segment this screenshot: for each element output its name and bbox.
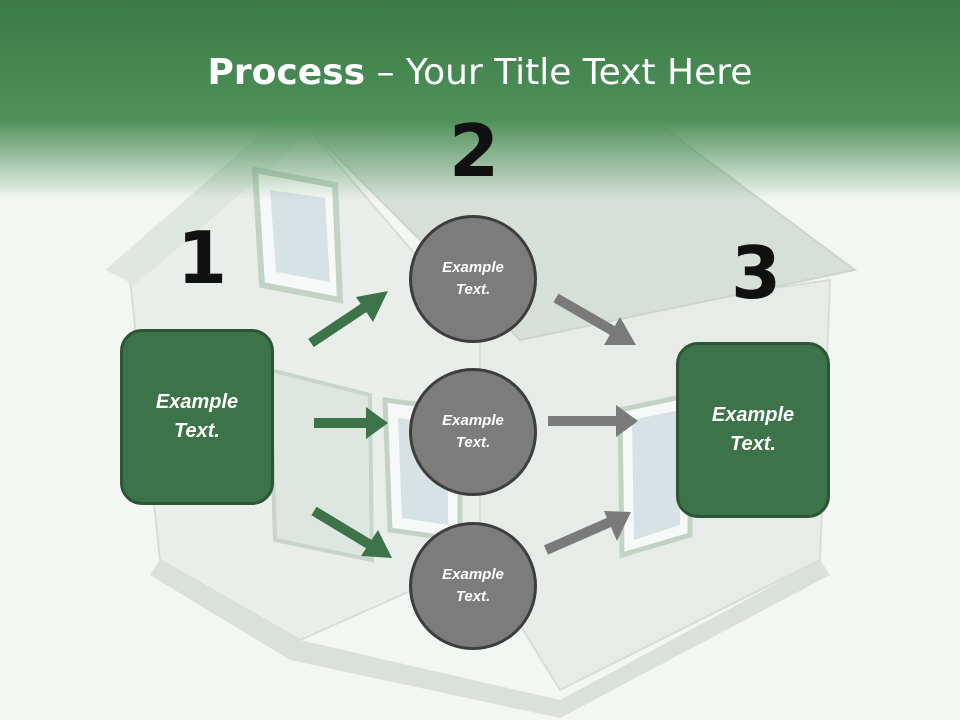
- left-process-box: Example Text.: [120, 329, 274, 505]
- title-rest: – Your Title Text Here: [365, 52, 753, 93]
- slide-title: Process – Your Title Text Here: [0, 52, 960, 93]
- step-number-1: 1: [177, 216, 228, 300]
- circle-middle-text: Example Text.: [442, 411, 504, 452]
- arrow-top-to-right: [553, 293, 636, 345]
- step-number-2: 2: [449, 109, 500, 193]
- arrow-bottom-to-right: [543, 511, 631, 555]
- left-box-text: Example Text.: [155, 391, 239, 442]
- circle-bottom: Example Text.: [409, 522, 537, 650]
- arrow-middle-to-right: [548, 405, 638, 437]
- circle-middle: Example Text.: [409, 368, 537, 496]
- circle-bottom-text: Example Text.: [442, 565, 504, 606]
- arrow-left-to-top: [308, 291, 388, 348]
- circle-top: Example Text.: [409, 215, 537, 343]
- right-process-box: Example Text.: [676, 342, 830, 518]
- right-box-text: Example Text.: [711, 404, 795, 455]
- header-band: [0, 0, 960, 200]
- circle-top-text: Example Text.: [442, 258, 504, 299]
- step-number-3: 3: [731, 231, 782, 315]
- title-bold: Process: [207, 52, 366, 93]
- arrow-left-to-middle: [314, 407, 388, 439]
- arrow-left-to-bottom: [311, 506, 392, 558]
